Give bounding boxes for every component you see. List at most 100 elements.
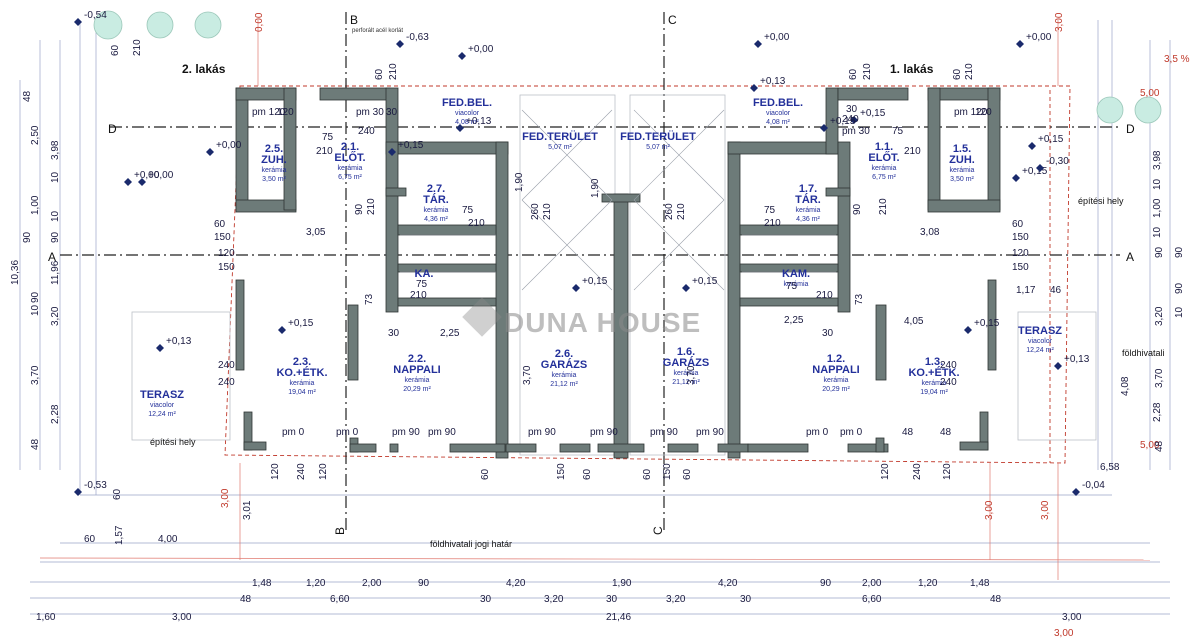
dimension-value: 46 xyxy=(1050,285,1062,296)
dimension-value: 60 xyxy=(582,468,593,480)
room-name: GARÁZS xyxy=(663,356,709,369)
room-name: TÁR. xyxy=(795,193,821,206)
room-name: ZUH. xyxy=(949,154,975,166)
dimension-value: 10 xyxy=(1152,178,1163,190)
level-value: +0,15 xyxy=(692,276,718,287)
level-marker-icon xyxy=(388,148,396,156)
room-area: 5,07 m² xyxy=(646,144,670,151)
room-number: 1.6. xyxy=(677,346,695,358)
dimension-value: 30 xyxy=(480,594,492,605)
dimension-value: 48 xyxy=(902,427,914,438)
level-marker: +0,15 xyxy=(572,276,608,292)
level-marker-icon xyxy=(456,124,464,132)
dimension-value: 90 xyxy=(354,203,365,215)
dimension-value: 1,00 xyxy=(1152,198,1163,218)
dimension-value: 2,25 xyxy=(784,315,804,326)
level-marker-icon xyxy=(1016,40,1024,48)
level-marker-icon xyxy=(74,488,82,496)
dimension-value: 150 xyxy=(662,463,673,480)
level-marker: +0,15 xyxy=(850,108,886,124)
axis-label-a-right: A xyxy=(1126,250,1134,264)
dimension-value: 48 xyxy=(940,427,952,438)
level-value: +0,13 xyxy=(1064,354,1090,365)
dimension-value: 120 xyxy=(270,463,281,480)
level-marker-icon xyxy=(138,178,146,186)
room-material: kerámia xyxy=(262,167,287,174)
room-name: NAPPALI xyxy=(393,364,440,376)
dimension-value: 120 xyxy=(1012,248,1029,259)
dimension-value: 120 xyxy=(218,248,235,259)
axis-label-a-left: A xyxy=(48,250,56,264)
level-value: +0,00 xyxy=(1026,32,1052,43)
dimension-value: 240 xyxy=(218,377,235,388)
level-marker-icon xyxy=(820,124,828,132)
level-marker-icon xyxy=(850,116,858,124)
room-number: 2.5. xyxy=(265,143,283,155)
axis-label-b-top: B xyxy=(350,13,358,27)
level-marker: +0,15 xyxy=(278,318,314,334)
room-number: 1.2. xyxy=(827,353,845,365)
dimension-value: 210 xyxy=(764,218,781,229)
level-value: +0,00 xyxy=(216,140,242,151)
room-name: FED.TERÜLET xyxy=(620,130,696,143)
level-value: +0,15 xyxy=(1038,134,1064,145)
level-marker: +0,13 xyxy=(1054,354,1090,370)
dimension-value: 4,05 xyxy=(904,316,924,327)
dimension-value: 3,70 xyxy=(522,365,533,385)
dimension-value: pm 30 xyxy=(356,107,384,118)
dimension-value: 73 xyxy=(854,293,865,305)
level-marker-icon xyxy=(1012,174,1020,182)
dimension-value: 10 xyxy=(30,304,41,316)
watermark: DUNA HOUSE xyxy=(462,297,700,338)
dimension-value: pm 0 xyxy=(806,427,829,438)
dimension-value: 3,20 xyxy=(666,594,686,605)
level-value: +0,00 xyxy=(148,170,174,181)
dimension-value: pm 0 xyxy=(282,427,305,438)
dimension-value: 240 xyxy=(358,126,375,137)
room-name: KO.+ÉTK. xyxy=(276,366,327,379)
dimension-value: 75 xyxy=(416,279,428,290)
level-value: -0,53 xyxy=(84,480,107,491)
room-number: 1.5. xyxy=(953,143,971,155)
level-marker-icon xyxy=(1072,488,1080,496)
level-marker: -0,30 xyxy=(1036,156,1069,172)
room-area: 4,08 m² xyxy=(455,119,479,126)
dimension-value: 3,70 xyxy=(30,365,41,385)
dimension-value: 260 xyxy=(664,203,675,220)
level-marker: +0,13 xyxy=(750,76,786,92)
room-name: TÁR. xyxy=(423,193,449,206)
dimension-value: 210 xyxy=(366,198,377,215)
level-value: +0,15 xyxy=(398,140,424,151)
dimension-value: 75 xyxy=(462,205,474,216)
room-material: kerámia xyxy=(424,207,449,214)
dimension-value: 2,00 xyxy=(362,578,382,589)
level-marker: +0,15 xyxy=(1028,134,1064,150)
note-land-boundary: földhivatali jogi határ xyxy=(430,539,512,549)
level-value: +0,00 xyxy=(134,170,160,181)
dimension-value: 3,00 xyxy=(172,612,192,623)
red-dimension: 3,5 % xyxy=(1164,54,1190,65)
red-dimension: 3,00 xyxy=(220,488,231,508)
dimension-value: 1,17 xyxy=(1016,285,1036,296)
level-marker: +0,00 xyxy=(206,140,242,156)
dimension-value: 1,00 xyxy=(30,195,41,215)
dimension-value: 60 xyxy=(1012,219,1024,230)
level-marker: -0,04 xyxy=(1072,480,1105,496)
level-marker-icon xyxy=(74,18,82,26)
dimension-value: 75 xyxy=(764,205,776,216)
dimension-value: 240 xyxy=(842,114,859,125)
level-value: +0,15 xyxy=(830,116,856,127)
